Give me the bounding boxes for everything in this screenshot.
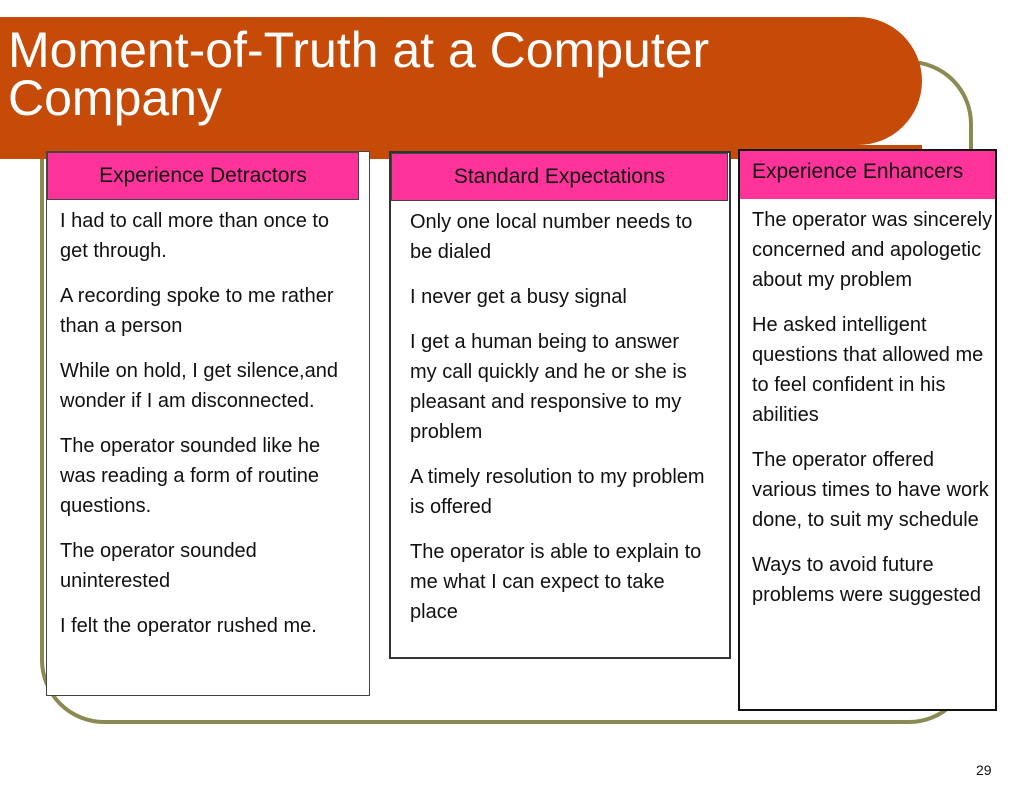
item-list: I had to call more than once to get thro… (47, 200, 369, 641)
list-item: I felt the operator rushed me. (60, 615, 317, 637)
list-item: Only one local number needs to be dialed (410, 211, 693, 263)
column-standard-expectations: Standard Expectations Only one local num… (389, 151, 731, 659)
item-list: The operator was sincerely concerned and… (740, 199, 995, 610)
item-list: Only one local number needs to be dialed… (391, 201, 729, 627)
column-experience-enhancers: Experience Enhancers The operator was si… (738, 149, 997, 711)
list-item: While on hold, I get silence,and wonder … (60, 360, 338, 412)
slide-title-line-1: Moment-of-Truth at a Computer (8, 22, 710, 78)
list-item: The operator is able to explain to me wh… (410, 541, 702, 623)
column-header: Standard Expectations (391, 153, 728, 201)
list-item: A recording spoke to me rather than a pe… (60, 285, 334, 337)
list-item: The operator offered various times to ha… (752, 449, 989, 531)
list-item: The operator sounded like he was reading… (60, 435, 321, 517)
list-item: I had to call more than once to get thro… (60, 210, 330, 262)
column-header: Experience Enhancers (740, 151, 995, 199)
list-item: I never get a busy signal (410, 286, 627, 308)
list-item: The operator sounded uninterested (60, 540, 257, 592)
list-item: I get a human being to answer my call qu… (410, 331, 687, 443)
title-bar (0, 17, 922, 145)
list-item: The operator was sincerely concerned and… (752, 209, 993, 291)
list-item: Ways to avoid future problems were sugge… (752, 554, 982, 606)
list-item: A timely resolution to my problem is off… (410, 466, 705, 518)
slide-title-line-2: Company (8, 70, 222, 126)
column-header: Experience Detractors (47, 152, 359, 200)
column-experience-detractors: Experience Detractors I had to call more… (46, 151, 370, 696)
page-number: 29 (976, 762, 992, 778)
list-item: He asked intelligent questions that allo… (752, 314, 984, 426)
